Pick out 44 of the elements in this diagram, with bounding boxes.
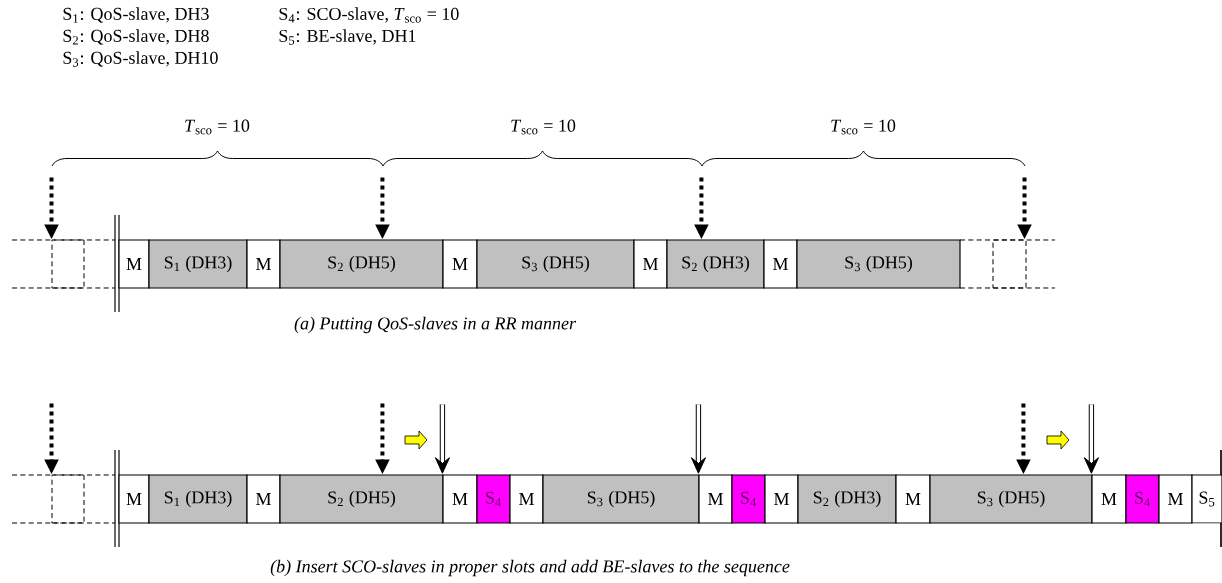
slot-box: S$_{5}$ [1191, 474, 1222, 524]
slot-box: S$_{2}$ (DH5) [279, 239, 444, 289]
subcaption: (a) Putting QoS-slaves in a RR manner [294, 316, 577, 334]
slot-box: S$_{3}$ (DH5) [796, 239, 961, 289]
slot-box: S$_{3}$ (DH5) [929, 474, 1093, 524]
period-label: T$_{sco}$ = 10 [185, 119, 250, 135]
slot-box: M [246, 474, 281, 524]
slot-box: M [509, 474, 544, 524]
legend-text: S$_{5}$: BE-slave, DH1 [279, 29, 416, 45]
slot-box: S$_{1}$ (DH3) [148, 239, 248, 289]
slot-box: M [118, 474, 150, 524]
slot-box: S$_{4}$ [476, 474, 511, 524]
slot-box: S$_{2}$ (DH3) [797, 474, 897, 524]
dashed-slot [51, 239, 85, 289]
slot-box: M [246, 239, 281, 289]
slot-box: M [442, 474, 478, 524]
slot-box: M [118, 239, 150, 289]
arrow [434, 404, 450, 474]
slot-box: M [763, 239, 798, 289]
subcaption: (b) Insert SCO-slaves in proper slots and add BE-slaves to the sequence [270, 559, 790, 577]
slot-box: M [633, 239, 668, 289]
slot-box: S$_{2}$ (DH3) [666, 239, 765, 289]
slot-box: M [698, 474, 733, 524]
dashed-slot [992, 239, 1027, 289]
slot-box: S$_{1}$ (DH3) [148, 474, 248, 524]
slot-box: S$_{2}$ (DH5) [279, 474, 444, 524]
legend-text: S$_{4}$: SCO-slave, T$_{sco}$ = 10 [279, 7, 459, 23]
slot-box: S$_{4}$ [731, 474, 766, 524]
slot-box: S$_{3}$ (DH5) [476, 239, 635, 289]
legend-text: S$_{2}$: QoS-slave, DH8 [63, 29, 209, 45]
period-label: T$_{sco}$ = 10 [831, 119, 896, 135]
slot-box: S$_{3}$ (DH5) [542, 474, 700, 524]
slot-box: S$_{4}$ [1125, 474, 1160, 524]
arrow [690, 404, 706, 474]
slot-box: M [1158, 474, 1193, 524]
arrow [1083, 404, 1099, 474]
slot-box: M [1091, 474, 1127, 524]
period-label: T$_{sco}$ = 10 [511, 119, 576, 135]
legend-text: S$_{1}$: QoS-slave, DH3 [63, 7, 209, 23]
slot-box: M [764, 474, 799, 524]
legend-text: S$_{3}$: QoS-slave, DH10 [63, 51, 218, 67]
dashed-slot [51, 474, 85, 524]
slot-box: M [442, 239, 478, 289]
slot-box: M [895, 474, 931, 524]
